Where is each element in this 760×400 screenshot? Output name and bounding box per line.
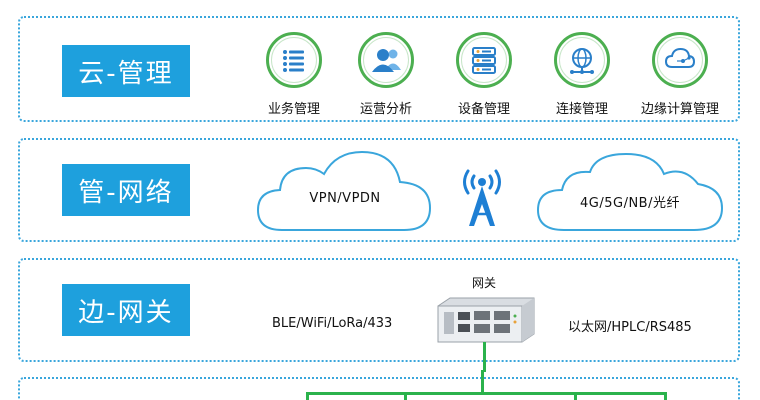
device-bus-line — [306, 392, 666, 395]
service-label: 连接管理 — [555, 102, 608, 117]
service-label: 设备管理 — [457, 102, 510, 117]
gateway-device-icon — [430, 296, 540, 346]
globe-network-icon — [554, 32, 610, 88]
cloud-node-icon — [652, 32, 708, 88]
service-label: 边缘计算管理 — [640, 102, 719, 117]
device-branch-line — [306, 392, 309, 400]
vpn-cloud: VPN/VPDN — [254, 146, 436, 238]
users-icon — [358, 32, 414, 88]
vpn-cloud-label: VPN/VPDN — [309, 191, 381, 206]
list-icon — [266, 32, 322, 88]
service-label: 运营分析 — [359, 102, 412, 117]
device-branch-line — [664, 392, 667, 400]
device-branch-line — [404, 392, 407, 400]
device-branch-line — [574, 392, 577, 400]
gateway-downlink-line — [483, 342, 486, 372]
network-pipe-panel: 管-网络 VPN/VPDN 4G/5G/NB/光纤 — [18, 138, 740, 242]
cloud-management-panel: 云-管理 业务管理 运营分析 — [18, 16, 740, 122]
tier-label-pipe: 管-网络 — [62, 164, 190, 216]
service-connection-management: 连接管理 — [534, 32, 630, 117]
cloud-shape-icon — [256, 150, 432, 231]
server-icon — [456, 32, 512, 88]
wired-protocols-label: 以太网/HPLC/RS485 — [568, 320, 692, 335]
signal-tower-icon — [457, 164, 507, 230]
service-label: 业务管理 — [267, 102, 320, 117]
gateway-title: 网关 — [472, 276, 497, 290]
cellular-cloud-label: 4G/5G/NB/光纤 — [580, 196, 680, 211]
tier-label-edge: 边-网关 — [62, 284, 190, 336]
service-device-management: 设备管理 — [436, 32, 532, 117]
cloud-shape-icon — [536, 152, 724, 231]
cellular-cloud: 4G/5G/NB/光纤 — [534, 148, 726, 238]
tier-label-cloud: 云-管理 — [62, 45, 190, 97]
service-edge-computing-management: 边缘计算管理 — [632, 32, 728, 117]
service-operation-analysis: 运营分析 — [338, 32, 434, 117]
end-device-panel — [18, 377, 740, 400]
gateway-trunk-line — [481, 370, 484, 395]
edge-gateway-panel: 边-网关 网关 BLE/WiFi/LoRa/433 以太网/HPLC/RS485 — [18, 258, 740, 372]
wireless-protocols-label: BLE/WiFi/LoRa/433 — [272, 316, 393, 331]
service-business-management: 业务管理 — [246, 32, 342, 117]
